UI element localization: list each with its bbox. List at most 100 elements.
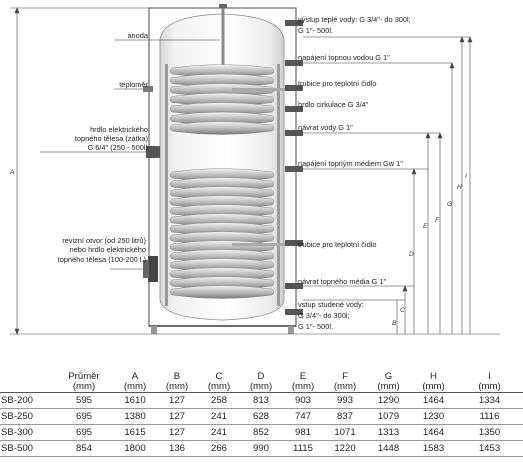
model-cell: SB-250 <box>0 408 54 425</box>
label-cold-water-2: G 3/4"- do 300l; <box>298 311 350 320</box>
anode-rod <box>219 4 227 98</box>
coil-turn <box>169 73 275 88</box>
coil-turn <box>169 204 275 218</box>
value-cell: 1453 <box>456 440 523 457</box>
value-cell: 1079 <box>366 408 411 425</box>
value-cell: 993 <box>324 392 366 409</box>
coil-turn <box>169 92 275 107</box>
coil-turn <box>169 276 275 290</box>
value-cell: 1334 <box>456 392 523 409</box>
coil-turn <box>169 222 275 236</box>
value-cell: 1615 <box>114 424 156 441</box>
label-inspection-1: revizní otvor (od 250 litrů) <box>62 236 146 245</box>
dim-a-letter: A <box>9 169 14 176</box>
value-cell: 1464 <box>411 424 456 441</box>
coil-turn <box>169 64 275 78</box>
label-medium-supply: napájení topným médiem Gw 1" <box>298 159 403 168</box>
dim-f-letter: F <box>435 217 440 224</box>
lower-coil <box>169 168 275 299</box>
dim-d-letter: D <box>409 251 414 258</box>
label-inspection-3: topného tělesa (100-200 l.) <box>58 255 146 264</box>
table-header-cell: H(mm) <box>411 372 456 393</box>
coil-turn <box>169 83 275 97</box>
value-cell: 1290 <box>366 392 411 409</box>
label-hot-water-2: G 1"- 500l. <box>298 26 333 35</box>
value-cell: 258 <box>198 392 240 409</box>
coil-turn <box>169 231 275 245</box>
value-cell: 837 <box>324 408 366 425</box>
left-leader-lines <box>40 39 220 270</box>
table-header-cell: F(mm) <box>324 372 366 393</box>
value-cell: 266 <box>198 440 240 457</box>
coil-turn <box>169 168 275 182</box>
table-header-cell: I(mm) <box>456 372 523 393</box>
coil-riser-right <box>277 64 280 306</box>
inspection-flange-cover <box>143 260 149 278</box>
value-cell: 127 <box>156 392 198 409</box>
model-cell: SB-300 <box>0 424 54 441</box>
boiler-diagram: A B C D E F G H I anoda teploměr hrdlo e… <box>9 4 500 335</box>
label-inspection-2: nebo hrdlo elektrického <box>70 245 146 254</box>
coil-turn <box>169 111 275 126</box>
table-header-cell: B(mm) <box>156 372 198 393</box>
label-sensor-tube-lower: trubice pro teplotní čidlo <box>298 240 376 249</box>
value-cell: 1583 <box>411 440 456 457</box>
coil-turn <box>169 195 275 209</box>
dim-e-letter: E <box>423 223 428 230</box>
label-hot-water-1: výstup teplé vody: G 3/4"- do 300l; <box>298 15 411 24</box>
label-heater-socket-2: topného tělesa (zátka) <box>75 134 148 143</box>
value-cell: 1800 <box>114 440 156 457</box>
value-cell: 1448 <box>366 440 411 457</box>
table-header-cell <box>0 372 54 393</box>
table-header-cell: Průměr(mm) <box>54 372 114 393</box>
dim-h-letter: H <box>457 184 462 191</box>
label-water-return: návrat vody G 1" <box>298 123 353 132</box>
value-cell: 903 <box>282 392 324 409</box>
value-cell: 628 <box>240 408 282 425</box>
coil-turn <box>169 285 275 299</box>
label-circulation: hrdlo cirkulace G 3/4" <box>298 100 369 109</box>
value-cell: 127 <box>156 424 198 441</box>
thermometer-port <box>143 86 153 92</box>
coil-turn <box>169 186 275 200</box>
sensor-tube-lower <box>232 243 288 246</box>
value-cell: 981 <box>282 424 324 441</box>
label-heating-supply: napájení topnou vodou G 1" <box>298 53 390 62</box>
value-cell: 1380 <box>114 408 156 425</box>
inspection-flange <box>148 256 158 282</box>
label-heater-socket-1: hrdlo elektrického <box>90 125 148 134</box>
table-header-cell: E(mm) <box>282 372 324 393</box>
value-cell: 241 <box>198 424 240 441</box>
label-medium-return: návrat topného média G 1" <box>298 277 386 286</box>
table-header-cell: A(mm) <box>114 372 156 393</box>
label-heater-socket-3: G 6/4" (250 - 500l) <box>87 143 148 152</box>
value-cell: 695 <box>54 424 114 441</box>
dim-g-letter: G <box>447 201 452 208</box>
dim-i-letter: I <box>465 173 467 180</box>
table-header-row: Průměr(mm)A(mm)B(mm)C(mm)D(mm)E(mm)F(mm)… <box>0 372 523 393</box>
value-cell: 1071 <box>324 424 366 441</box>
dimensions-table: Průměr(mm)A(mm)B(mm)C(mm)D(mm)E(mm)F(mm)… <box>0 372 523 457</box>
value-cell: 1220 <box>324 440 366 457</box>
value-cell: 695 <box>54 408 114 425</box>
upper-coil <box>169 64 275 135</box>
model-cell: SB-500 <box>0 440 54 457</box>
coil-turn <box>169 102 275 116</box>
value-cell: 852 <box>240 424 282 441</box>
value-cell: 747 <box>282 408 324 425</box>
dim-c-letter: C <box>400 307 405 314</box>
value-cell: 1115 <box>282 440 324 457</box>
dimension-lines <box>10 7 500 335</box>
value-cell: 127 <box>156 408 198 425</box>
label-cold-water-1: vstup studené vody: <box>298 300 364 309</box>
value-cell: 854 <box>54 440 114 457</box>
value-cell: 241 <box>198 408 240 425</box>
value-cell: 1230 <box>411 408 456 425</box>
table-header-cell: C(mm) <box>198 372 240 393</box>
value-cell: 1313 <box>366 424 411 441</box>
heater-socket <box>146 146 160 158</box>
